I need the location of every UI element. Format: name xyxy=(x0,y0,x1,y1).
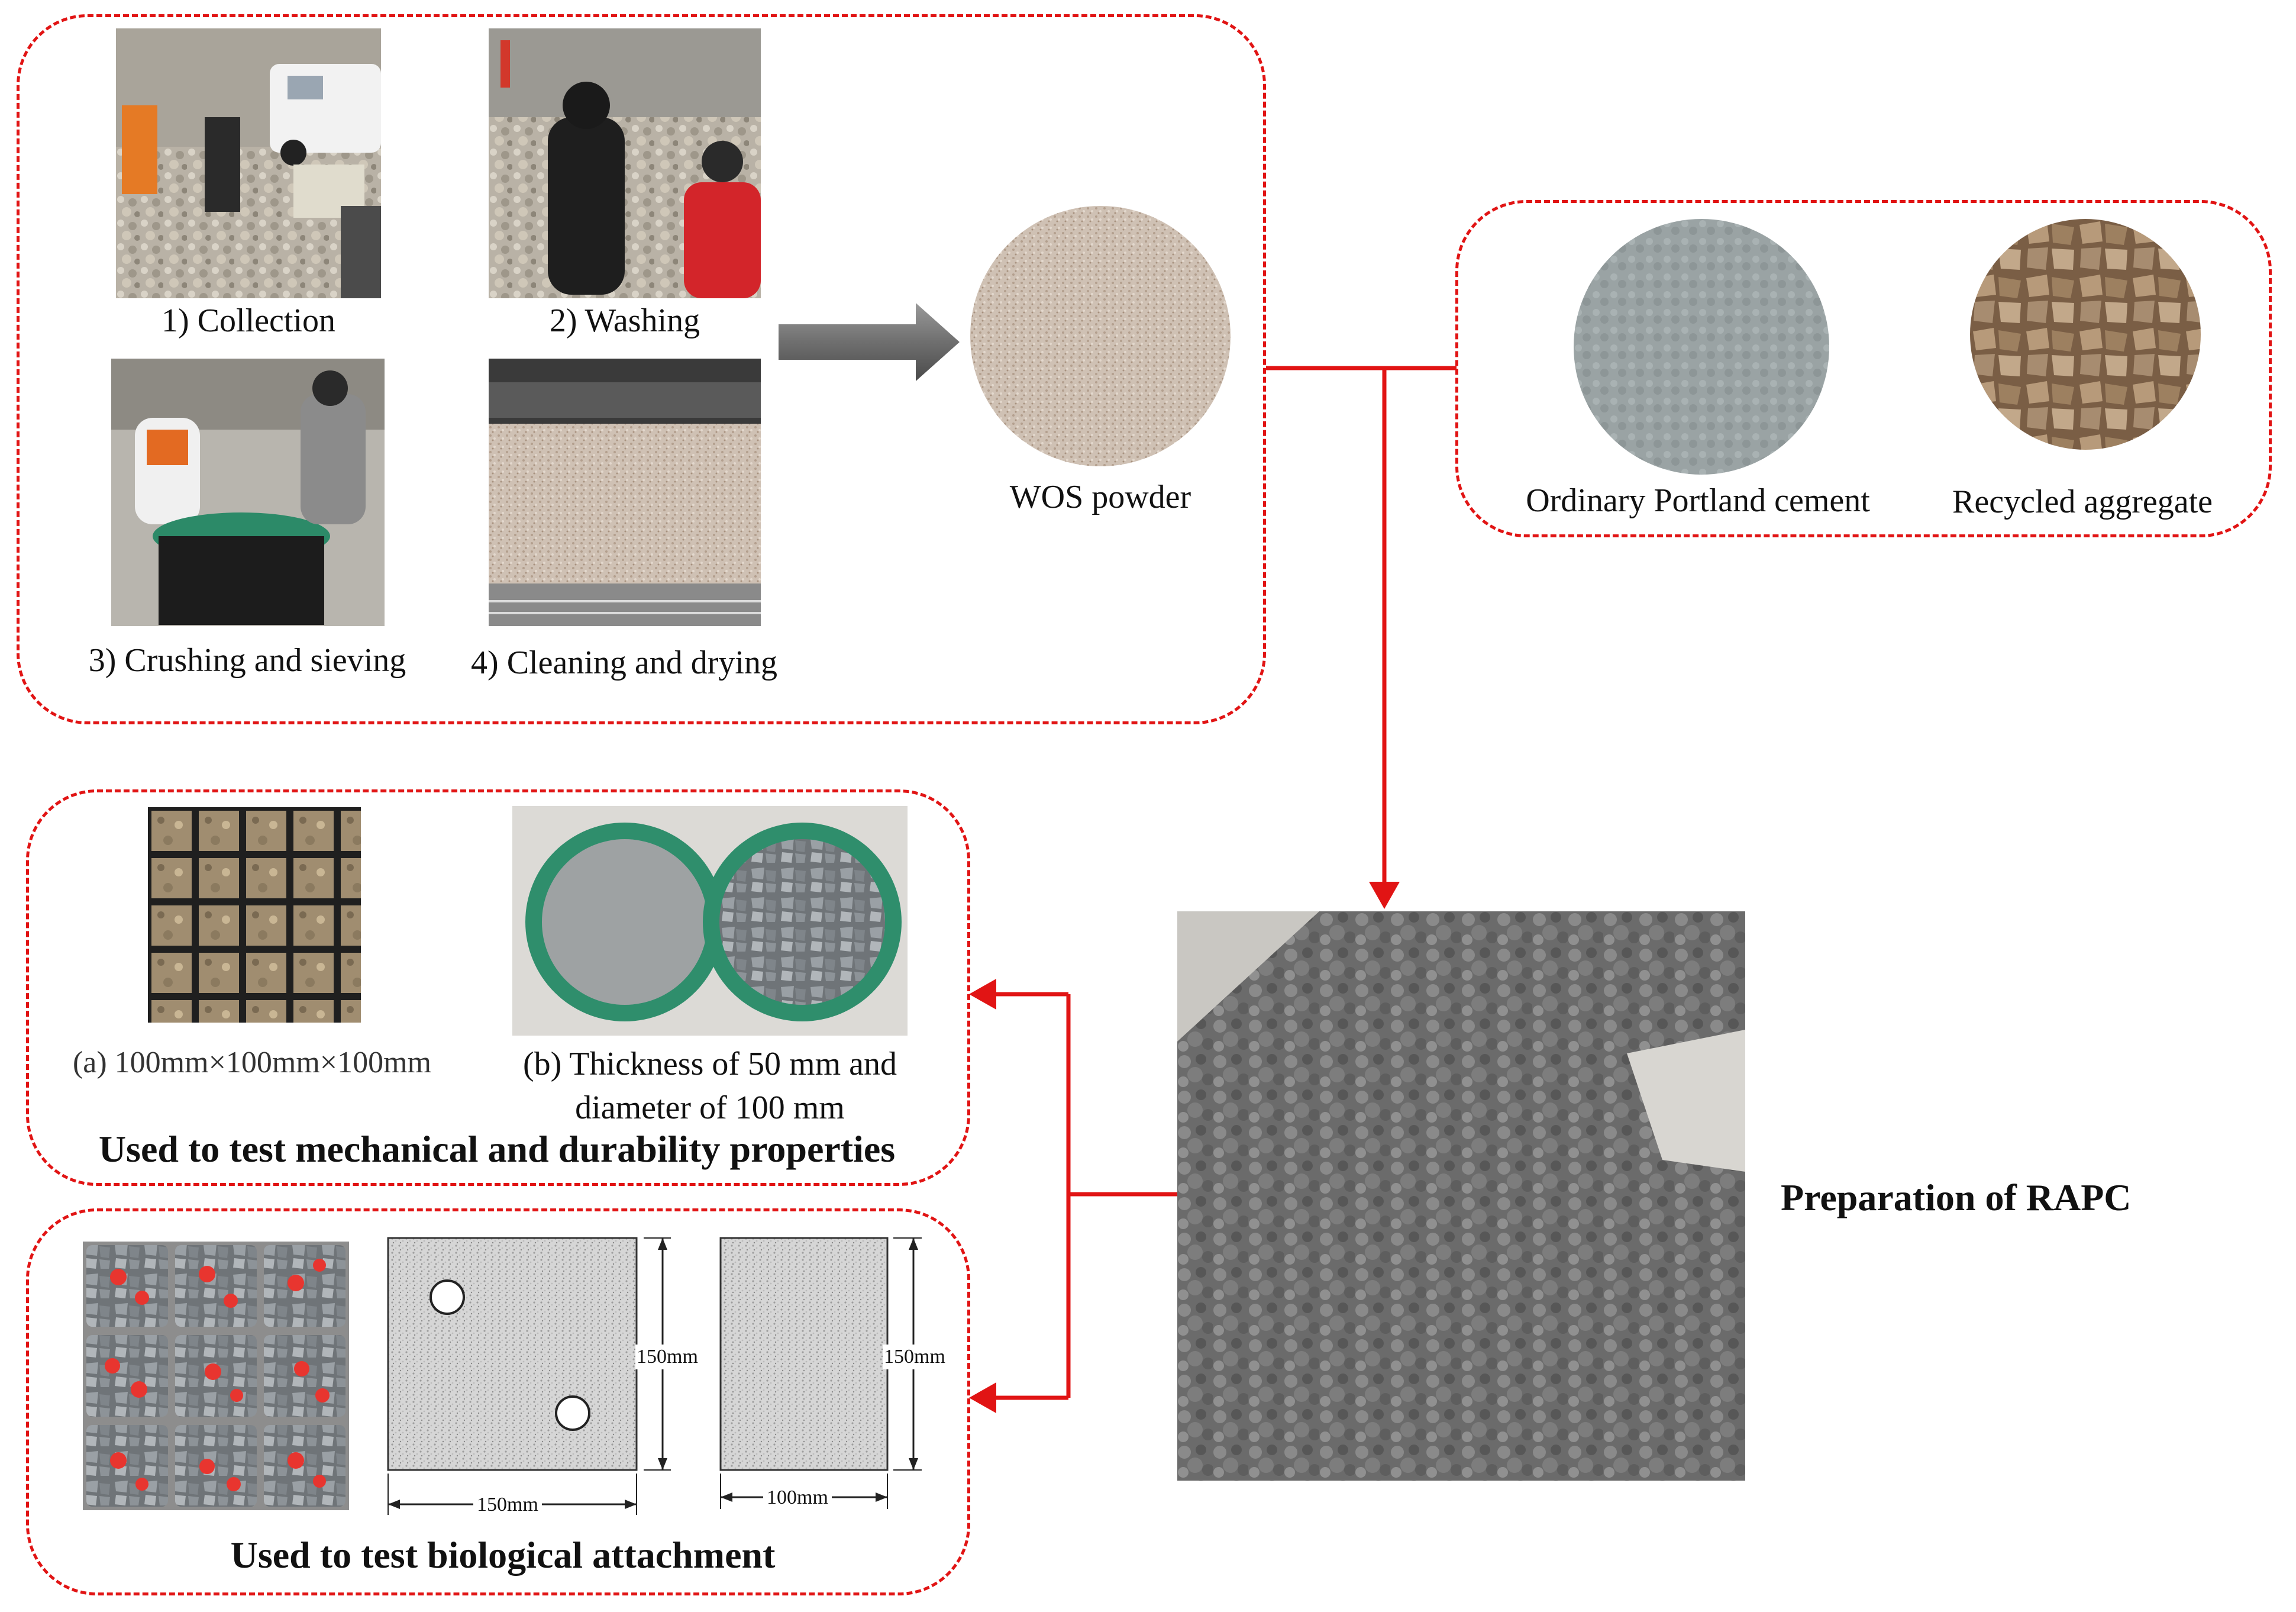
cement-label: Ordinary Portland cement xyxy=(1526,482,1870,519)
step-cleaning-label: 4) Cleaning and drying xyxy=(471,644,777,681)
wos-powder-image xyxy=(970,206,1231,466)
cube-specimens-label: (a) 100mm×100mm×100mm xyxy=(72,1046,432,1079)
rapc-photo xyxy=(1177,911,1745,1481)
mechanical-title: Used to test mechanical and durability p… xyxy=(98,1128,896,1170)
washing-photo xyxy=(489,28,761,298)
step-washing-label: 2) Washing xyxy=(549,302,700,339)
biological-title: Used to test biological attachment xyxy=(230,1534,776,1576)
disk-specimens-label-line1: (b) Thickness of 50 mm and xyxy=(523,1046,897,1082)
rapc-label: Preparation of RAPC xyxy=(1781,1176,2132,1218)
step-crushing-label: 3) Crushing and sieving xyxy=(88,642,406,679)
cement-image xyxy=(1574,219,1829,475)
dim-label-100-horizontal: 100mm xyxy=(763,1487,832,1509)
process-steps-box xyxy=(17,14,1266,724)
aggregate-label: Recycled aggregate xyxy=(1952,483,2213,520)
materials-box xyxy=(1455,200,2272,537)
collection-photo xyxy=(116,28,381,298)
cube-specimens-photo xyxy=(148,807,361,1023)
cleaning-photo xyxy=(489,359,761,626)
drawing-100-specimen xyxy=(719,1237,922,1509)
dim-label-150-vertical: 150mm xyxy=(635,1345,699,1369)
dim-label-150-horizontal: 150mm xyxy=(473,1494,542,1516)
step-collection-label: 1) Collection xyxy=(162,302,335,339)
biological-box xyxy=(26,1208,970,1595)
drawing-150-specimen xyxy=(387,1237,671,1515)
bio-specimens-photo xyxy=(83,1242,349,1510)
disk-specimens-photo xyxy=(512,806,908,1036)
aggregate-image xyxy=(1970,219,2201,450)
dim-label-150-vertical-2: 150mm xyxy=(883,1345,947,1369)
crushing-photo xyxy=(111,359,385,626)
disk-specimens-label-line2: diameter of 100 mm xyxy=(575,1089,845,1126)
wos-powder-label: WOS powder xyxy=(1009,479,1191,515)
mechanical-box xyxy=(26,789,970,1186)
process-arrow xyxy=(779,303,960,381)
